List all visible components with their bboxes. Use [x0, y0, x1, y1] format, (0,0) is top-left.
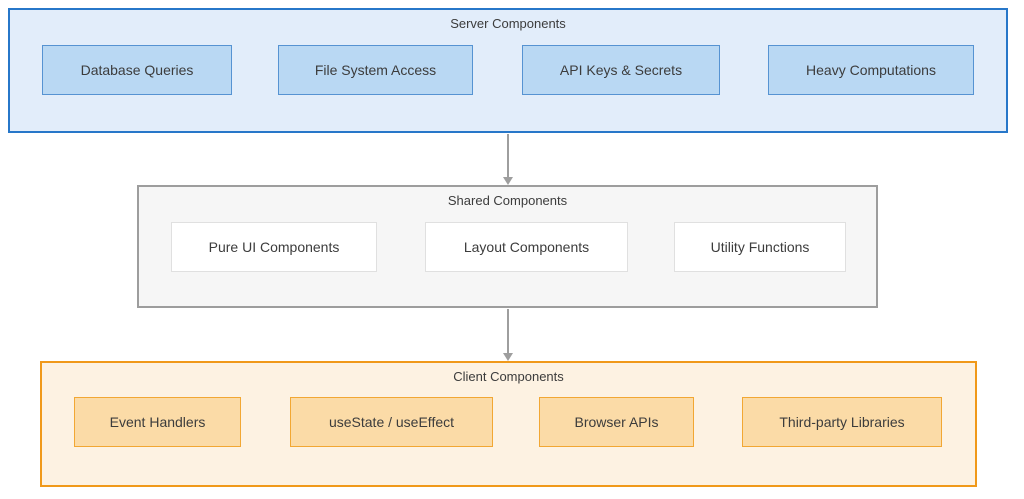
node-label: Layout Components — [463, 239, 590, 255]
arrow-down-icon — [503, 177, 513, 185]
node-label: Heavy Computations — [806, 62, 936, 78]
shared-components-group: Shared Components Pure UI Components Lay… — [137, 185, 878, 308]
client-components-title: Client Components — [453, 369, 564, 384]
arrow-server-to-shared — [507, 134, 509, 178]
node-label: API Keys & Secrets — [559, 62, 683, 78]
node-label: File System Access — [314, 62, 437, 78]
node-utility-functions: Utility Functions — [674, 222, 846, 272]
server-components-title: Server Components — [450, 16, 566, 31]
node-label: Browser APIs — [574, 414, 659, 430]
node-file-system-access: File System Access — [278, 45, 473, 95]
node-label: useState / useEffect — [328, 414, 455, 430]
node-label: Event Handlers — [109, 414, 206, 430]
node-label: Third-party Libraries — [779, 414, 905, 430]
node-label: Utility Functions — [710, 239, 810, 255]
node-heavy-computations: Heavy Computations — [768, 45, 974, 95]
node-browser-apis: Browser APIs — [539, 397, 694, 447]
client-components-group: Client Components Event Handlers useStat… — [40, 361, 977, 487]
arrow-shared-to-client — [507, 309, 509, 354]
node-third-party-libraries: Third-party Libraries — [742, 397, 942, 447]
node-usestate-useeffect: useState / useEffect — [290, 397, 493, 447]
node-api-keys-secrets: API Keys & Secrets — [522, 45, 720, 95]
server-components-group: Server Components Database Queries File … — [8, 8, 1008, 133]
node-label: Database Queries — [80, 62, 194, 78]
arrow-down-icon — [503, 353, 513, 361]
node-layout-components: Layout Components — [425, 222, 628, 272]
node-database-queries: Database Queries — [42, 45, 232, 95]
node-event-handlers: Event Handlers — [74, 397, 241, 447]
shared-components-title: Shared Components — [447, 193, 568, 208]
node-label: Pure UI Components — [208, 239, 340, 255]
node-pure-ui-components: Pure UI Components — [171, 222, 377, 272]
